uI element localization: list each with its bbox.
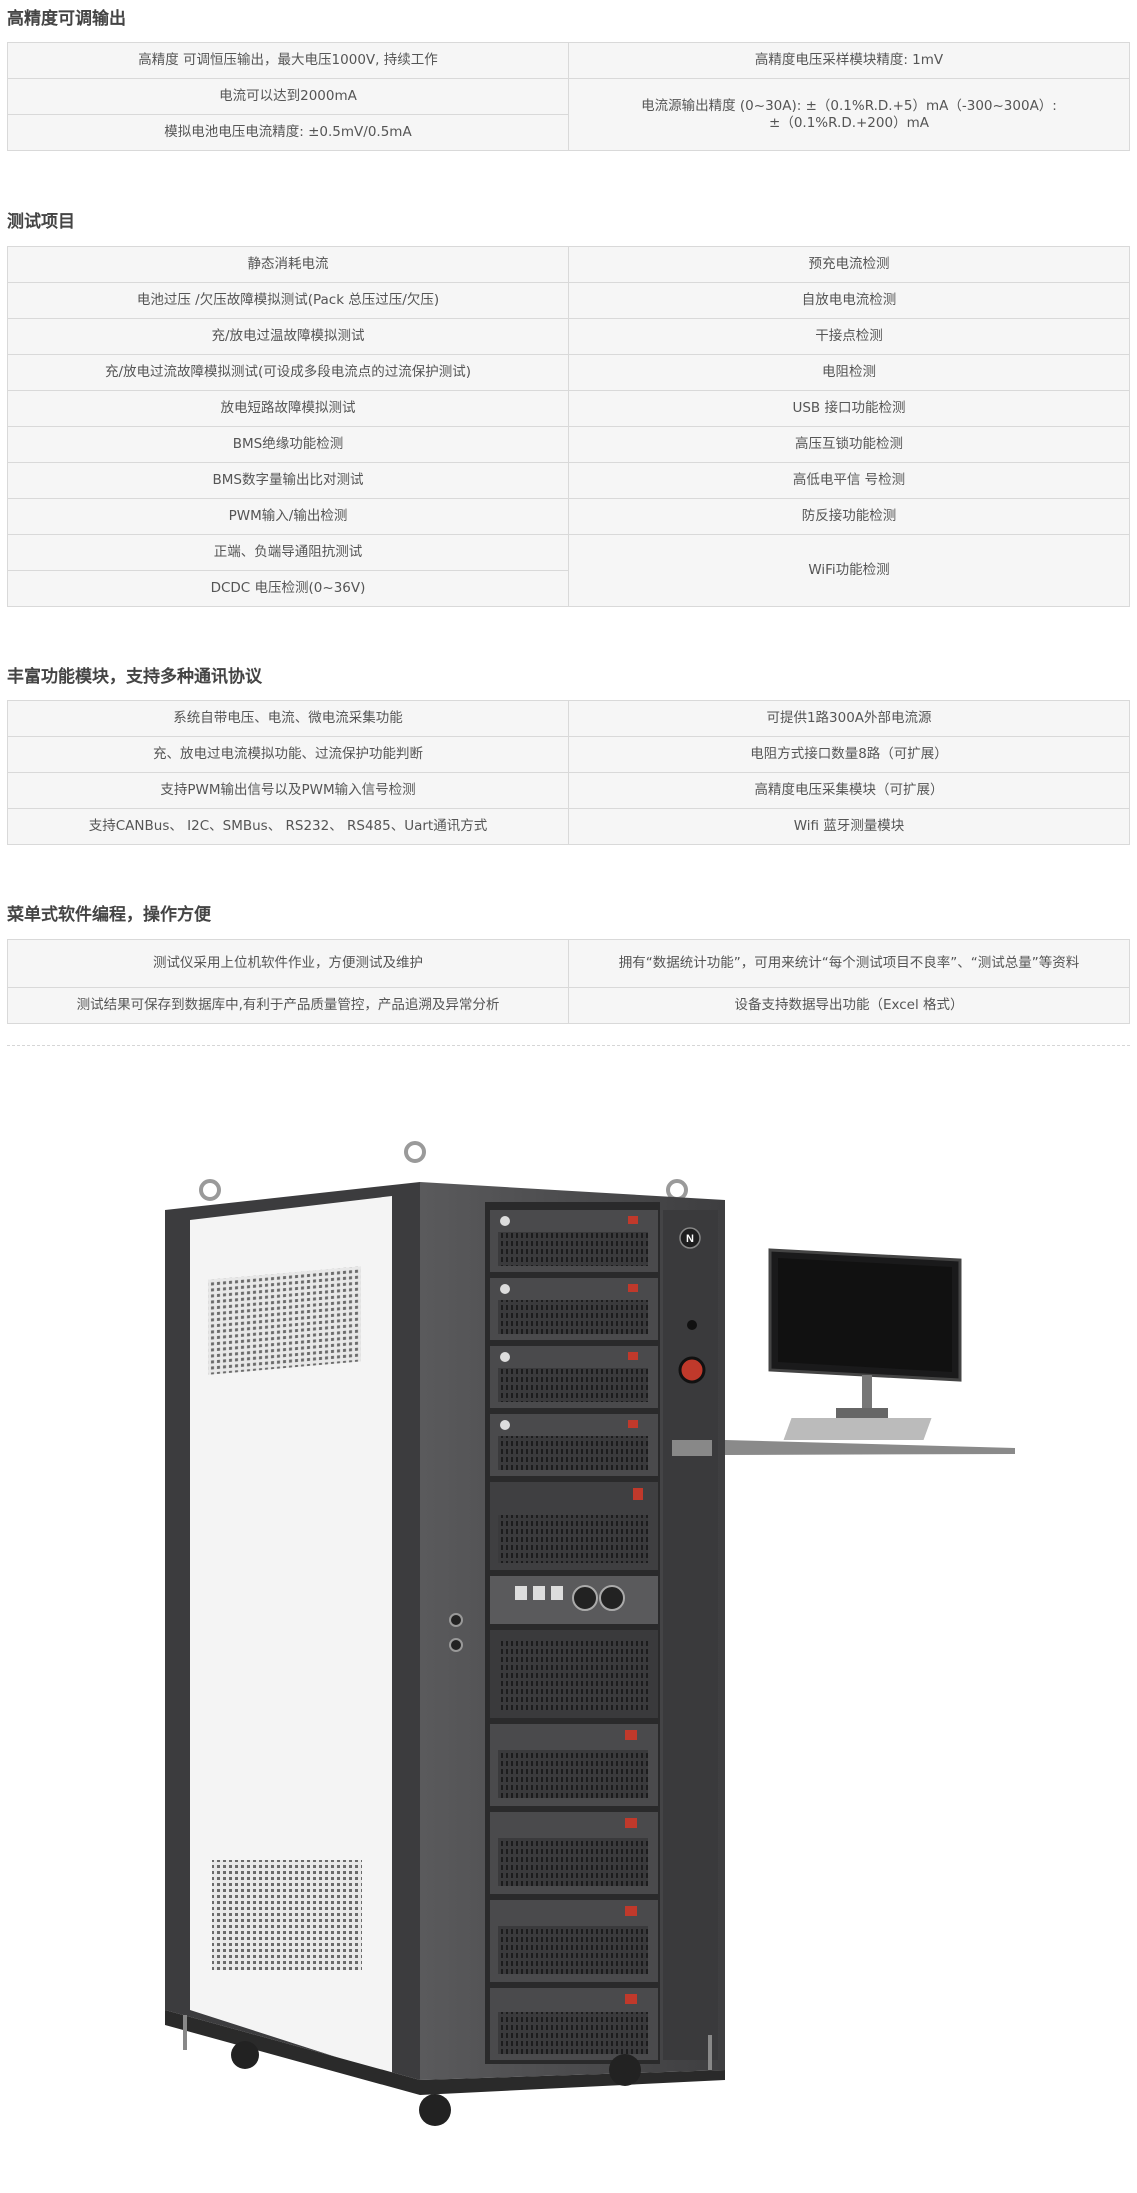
table-row: PWM输入/输出检测防反接功能检测: [7, 498, 1130, 535]
io-card-rack: [490, 1630, 658, 1718]
table-cell: 高精度 可调恒压输出，最大电压1000V, 持续工作: [7, 42, 569, 79]
connector-panel: [490, 1576, 658, 1624]
table-cell: 拥有“数据统计功能”，可用来统计“每个测试项目不良率”、“测试总量”等资料: [568, 939, 1130, 988]
table-cell: 测试仪采用上位机软件作业，方便测试及维护: [7, 939, 569, 988]
section-title-function-modules: 丰富功能模块，支持多种通讯协议: [7, 667, 262, 687]
table-row: 测试仪采用上位机软件作业，方便测试及维护拥有“数据统计功能”，可用来统计“每个测…: [7, 939, 1130, 988]
table-cell: 干接点检测: [568, 318, 1130, 355]
table-cell: 充/放电过流故障模拟测试(可设成多段电流点的过流保护测试): [7, 354, 569, 391]
table-cell: Wifi 蓝牙测量模块: [568, 808, 1130, 845]
table-row: 高精度 可调恒压输出，最大电压1000V, 持续工作 高精度电压采样模块精度: …: [7, 42, 1130, 79]
table-cell: 电流源输出精度 (0~30A): ±（0.1%R.D.+5）mA（-300~30…: [568, 78, 1130, 151]
rack-unit: [490, 1988, 658, 2060]
software-table: 测试仪采用上位机软件作业，方便测试及维护拥有“数据统计功能”，可用来统计“每个测…: [7, 939, 1130, 1024]
table-row: BMS数字量输出比对测试高低电平信 号检测: [7, 462, 1130, 499]
precision-output-table: 高精度 可调恒压输出，最大电压1000V, 持续工作 高精度电压采样模块精度: …: [7, 42, 1130, 151]
table-cell: 防反接功能检测: [568, 498, 1130, 535]
table-cell: 电阻方式接口数量8路（可扩展）: [568, 736, 1130, 773]
table-cell: 支持CANBus、 I2C、SMBus、 RS232、 RS485、Uart通讯…: [7, 808, 569, 845]
cabinet-base: [165, 2010, 725, 2126]
table-row: 测试结果可保存到数据库中,有利于产品质量管控，产品追溯及异常分析设备支持数据导出…: [7, 987, 1130, 1024]
section-title-software: 菜单式软件编程，操作方便: [7, 905, 211, 925]
table-row: 充/放电过温故障模拟测试干接点检测: [7, 318, 1130, 355]
table-row: 充、放电过电流模拟功能、过流保护功能判断电阻方式接口数量8路（可扩展）: [7, 736, 1130, 773]
table-cell: 电池过压 /欠压故障模拟测试(Pack 总压过压/欠压): [7, 282, 569, 319]
section-divider: [7, 1045, 1130, 1046]
table-row: 静态消耗电流预充电流检测: [7, 246, 1130, 283]
table-cell: 放电短路故障模拟测试: [7, 390, 569, 427]
table-cell: BMS数字量输出比对测试: [7, 462, 569, 499]
table-cell: USB 接口功能检测: [568, 390, 1130, 427]
table-cell: 正端、负端导通阻抗测试: [7, 534, 569, 571]
rack-unit: [490, 1900, 658, 1982]
table-cell: DCDC 电压检测(0~36V): [7, 570, 569, 607]
rack-unit: [490, 1278, 658, 1340]
table-row: DCDC 电压检测(0~36V): [7, 570, 1130, 607]
table-cell: 电流可以达到2000mA: [7, 78, 569, 115]
table-cell: 测试结果可保存到数据库中,有利于产品质量管控，产品追溯及异常分析: [7, 987, 569, 1024]
table-cell: WiFi功能检测: [568, 534, 1130, 607]
table-cell: 充/放电过温故障模拟测试: [7, 318, 569, 355]
rack-unit: [490, 1414, 658, 1476]
table-cell: 高精度电压采集模块（可扩展）: [568, 772, 1130, 809]
rack-unit: [490, 1724, 658, 1806]
brand-logo: N: [686, 1233, 694, 1245]
table-row: BMS绝缘功能检测高压互锁功能检测: [7, 426, 1130, 463]
table-row: 电池过压 /欠压故障模拟测试(Pack 总压过压/欠压)自放电电流检测: [7, 282, 1130, 319]
table-row: 系统自带电压、电流、微电流采集功能可提供1路300A外部电流源: [7, 700, 1130, 737]
table-cell: 高压互锁功能检测: [568, 426, 1130, 463]
table-cell: 自放电电流检测: [568, 282, 1130, 319]
table-cell: 高精度电压采样模块精度: 1mV: [568, 42, 1130, 79]
product-image: N: [0, 1120, 1137, 2189]
test-cabinet-illustration: N: [165, 1141, 1015, 2126]
table-row: 模拟电池电压电流精度: ±0.5mV/0.5mA: [7, 114, 1130, 151]
cabinet-side-panel: [165, 1182, 420, 2080]
table-row: 充/放电过流故障模拟测试(可设成多段电流点的过流保护测试)电阻检测: [7, 354, 1130, 391]
rack-unit: [490, 1812, 658, 1894]
table-cell: 系统自带电压、电流、微电流采集功能: [7, 700, 569, 737]
table-row: 电流可以达到2000mA 电流源输出精度 (0~30A): ±（0.1%R.D.…: [7, 78, 1130, 151]
table-cell: PWM输入/输出检测: [7, 498, 569, 535]
table-cell: 电阻检测: [568, 354, 1130, 391]
section-title-precision-output: 高精度可调输出: [7, 9, 126, 29]
section-title-test-items: 测试项目: [7, 212, 75, 232]
table-cell: 充、放电过电流模拟功能、过流保护功能判断: [7, 736, 569, 773]
test-items-table: 静态消耗电流预充电流检测 电池过压 /欠压故障模拟测试(Pack 总压过压/欠压…: [7, 246, 1130, 607]
table-row: 支持PWM输出信号以及PWM输入信号检测高精度电压采集模块（可扩展）: [7, 772, 1130, 809]
side-connectors: [449, 1613, 463, 1652]
rack-unit: [490, 1210, 658, 1272]
table-cell: 预充电流检测: [568, 246, 1130, 283]
monitor: [768, 1248, 962, 1418]
rack-units: [490, 1210, 658, 2060]
function-modules-table: 系统自带电压、电流、微电流采集功能可提供1路300A外部电流源 充、放电过电流模…: [7, 700, 1130, 845]
monitor-arm: [725, 1418, 1015, 1455]
rack-unit-large: [490, 1482, 658, 1570]
table-cell: 可提供1路300A外部电流源: [568, 700, 1130, 737]
table-cell: 高低电平信 号检测: [568, 462, 1130, 499]
table-cell: BMS绝缘功能检测: [7, 426, 569, 463]
rack-unit: [490, 1346, 658, 1408]
table-cell: 支持PWM输出信号以及PWM输入信号检测: [7, 772, 569, 809]
table-cell: 静态消耗电流: [7, 246, 569, 283]
table-cell: 设备支持数据导出功能（Excel 格式）: [568, 987, 1130, 1024]
table-row: 支持CANBus、 I2C、SMBus、 RS232、 RS485、Uart通讯…: [7, 808, 1130, 845]
table-cell: 模拟电池电压电流精度: ±0.5mV/0.5mA: [7, 114, 569, 151]
